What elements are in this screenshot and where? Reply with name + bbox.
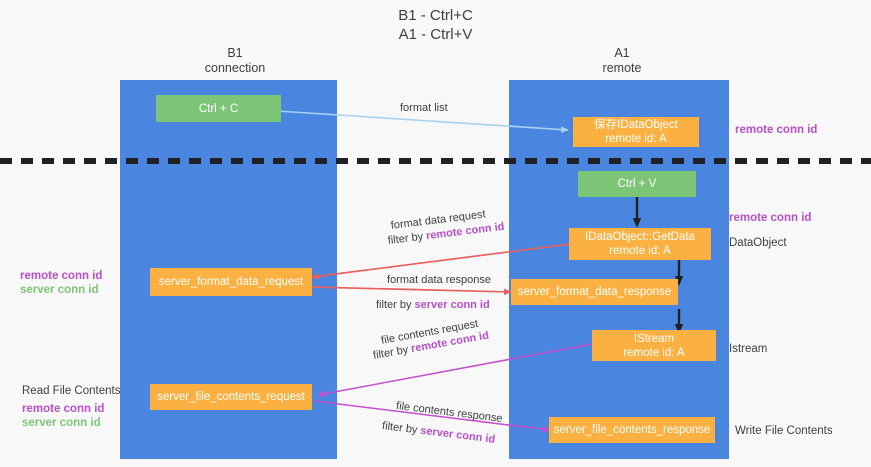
filter-prefix: filter by [372,343,413,362]
node-istream[interactable]: IStream remote id: A [592,330,716,361]
node-ctrl-v[interactable]: Ctrl + V [578,171,696,197]
page-title: B1 - Ctrl+C A1 - Ctrl+V [398,7,473,43]
annotation-read-file-contents: Read File Contents [22,385,121,397]
filter-prefix: filter by [387,230,427,247]
annotation-left-server-conn-id: server conn id [20,284,99,296]
node-server-format-data-response[interactable]: server_format_data_response [511,279,678,305]
edge-label-format-list: format list [400,102,448,114]
filter-key-server-conn-id: server conn id [414,299,490,311]
column-header-left: B1 connection [204,46,266,75]
annotation-left-remote-conn-id: remote conn id [20,270,103,282]
annotation-write-file-contents: Write File Contents [735,425,833,437]
edge-label-format-data-response-filter: filter by server conn id [376,298,490,312]
node-server-file-contents-request[interactable]: server_file_contents_request [150,384,312,410]
column-header-right: A1 remote [602,46,642,75]
annotation-left-remote-conn-id-2: remote conn id [22,403,105,415]
annotation-istream: Istream [729,343,768,355]
node-server-format-data-request[interactable]: server_format_data_request [150,268,312,296]
annotation-remote-conn-id-top: remote conn id [735,124,818,136]
annotation-left-server-conn-id-2: server conn id [22,417,101,429]
filter-prefix: filter by [381,419,422,437]
node-idataobject-getdata[interactable]: IDataObject::GetData remote id: A [569,228,711,260]
node-ctrl-c[interactable]: Ctrl + C [156,95,281,122]
annotation-remote-conn-id-mid: remote conn id [729,212,812,224]
filter-key-server-conn-id: server conn id [419,424,496,446]
filter-prefix: filter by [376,299,415,311]
node-save-idataobject[interactable]: 保存IDataObject remote id: A [573,117,699,147]
edge-label-format-data-response: format data response [387,274,491,286]
annotation-dataobject: DataObject [729,237,787,249]
node-server-file-contents-response[interactable]: server_file_contents_response [549,417,715,443]
